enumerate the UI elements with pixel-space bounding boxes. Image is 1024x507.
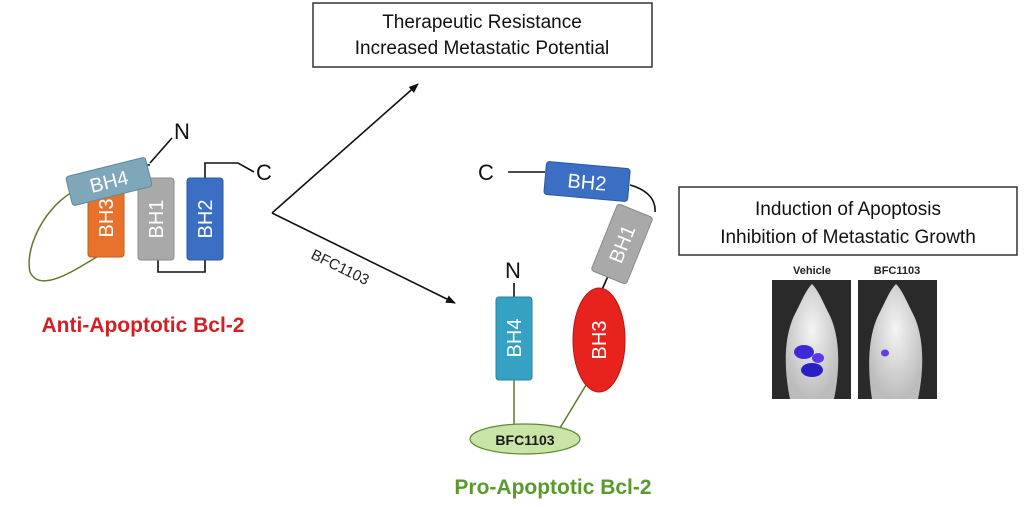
anti-bh4-domain xyxy=(65,157,153,206)
pro-apoptotic-title: Pro-Apoptotic Bcl-2 xyxy=(454,476,651,499)
pro-c-terminus: C xyxy=(478,160,494,185)
pro-bh4-domain xyxy=(495,296,533,381)
anti-bh1-domain xyxy=(137,177,175,261)
anti-bh3-label: BH3 xyxy=(96,199,118,238)
anti-linker-n-term xyxy=(149,137,173,164)
anti-linker-bh1-bh2 xyxy=(157,260,206,273)
anti-bh2-label: BH2 xyxy=(195,200,217,239)
anti-bh1-label: BH1 xyxy=(146,200,168,239)
apoptosis-box-frame xyxy=(678,186,1018,256)
anti-n-terminus: N xyxy=(174,119,190,144)
anti-apoptotic-structure: BH3 BH1 BH2 BH4 N C Anti-Apoptotic Bcl-2 xyxy=(28,119,272,337)
pro-bh3-label: BH3 xyxy=(589,321,611,360)
pro-bh3-compound-tether xyxy=(559,384,587,429)
resistance-arrow xyxy=(271,83,419,214)
pro-n-terminus: N xyxy=(505,258,521,283)
anti-apoptotic-title: Anti-Apoptotic Bcl-2 xyxy=(42,314,245,337)
apoptosis-outcome-box: Induction of Apoptosis Inhibition of Met… xyxy=(678,186,1018,256)
anti-linker-c-term xyxy=(204,162,255,180)
treated-tumor-signal xyxy=(881,349,889,357)
pro-apoptotic-structure: BH2 BH1 BH3 BH4 BFC1103 C N Pro-Apoptoti… xyxy=(454,160,656,499)
vehicle-tumor-signal xyxy=(812,353,824,363)
pro-bh3-domain xyxy=(572,287,626,393)
pro-bh4-label: BH4 xyxy=(504,319,526,358)
anti-bh4-group: BH4 xyxy=(65,157,153,206)
pro-bh1-domain xyxy=(591,203,653,285)
pro-bh2-domain xyxy=(543,161,631,202)
bfc1103-compound-label: BFC1103 xyxy=(495,432,554,448)
pathway-arrows: BFC1103 xyxy=(271,83,456,304)
imaging-panels: Vehicle BFC1103 xyxy=(772,265,937,399)
vehicle-label: Vehicle xyxy=(793,265,831,277)
apoptosis-line-2: Inhibition of Metastatic Growth xyxy=(720,227,976,248)
resistance-box-frame xyxy=(312,2,653,68)
pro-linker-bh2-bh1 xyxy=(629,184,656,213)
treated-mouse-silhouette xyxy=(869,284,923,399)
treated-image xyxy=(858,280,937,399)
treatment-arrow-label: BFC1103 xyxy=(308,246,371,289)
vehicle-mouse-silhouette xyxy=(785,284,839,399)
resistance-line-2: Increased Metastatic Potential xyxy=(355,38,610,59)
resistance-line-1: Therapeutic Resistance xyxy=(382,12,582,33)
pro-bh2-group: BH2 xyxy=(543,161,631,202)
pro-bh1-group: BH1 xyxy=(591,203,653,285)
resistance-outcome-box: Therapeutic Resistance Increased Metasta… xyxy=(312,2,653,68)
anti-c-terminus: C xyxy=(256,160,272,185)
vehicle-tumor-signal xyxy=(794,345,814,359)
apoptosis-line-1: Induction of Apoptosis xyxy=(755,199,941,220)
anti-loop xyxy=(28,191,101,282)
treated-label: BFC1103 xyxy=(874,265,920,277)
pro-bh2-label: BH2 xyxy=(567,170,608,195)
treatment-arrow xyxy=(271,212,456,304)
anti-bh2-domain xyxy=(186,177,224,261)
bfc1103-compound xyxy=(469,423,581,455)
vehicle-tumor-signal xyxy=(801,363,823,377)
vehicle-image xyxy=(772,280,851,399)
